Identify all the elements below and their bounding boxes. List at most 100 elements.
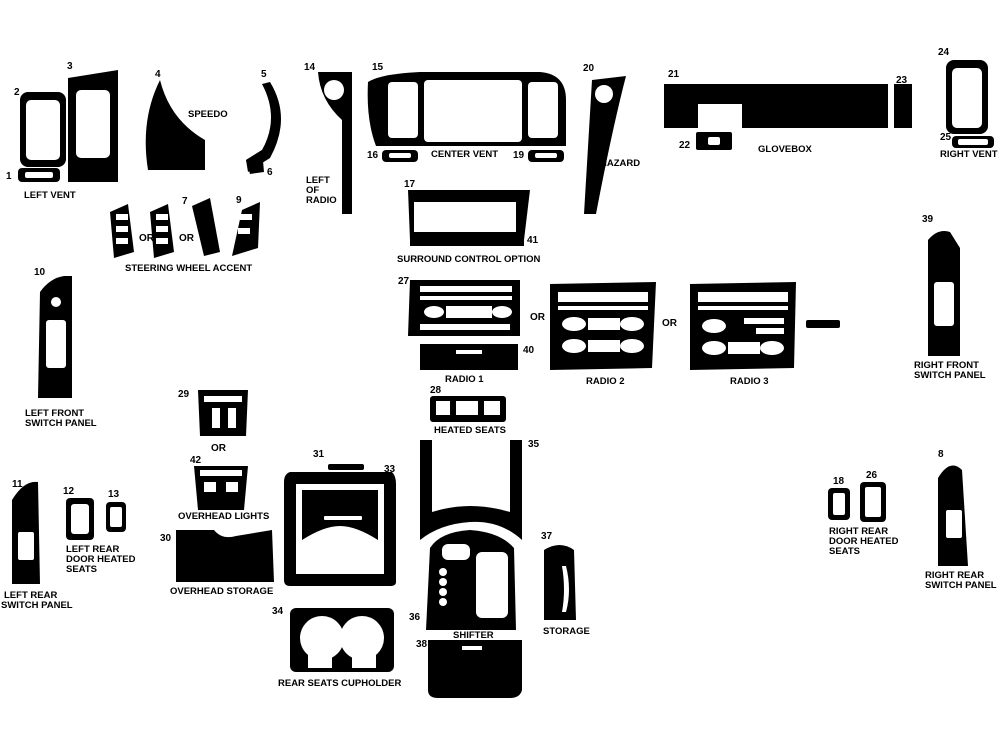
label-left-front-switch-panel-2: SWITCH PANEL [25, 418, 97, 429]
label-overhead-lights: OVERHEAD LIGHTS [178, 511, 270, 522]
or-text: OR [211, 443, 226, 454]
label-left-rear-switch-2: SWITCH PANEL [1, 600, 73, 611]
part-number-19: 19 [513, 150, 525, 161]
label-rear-seats-cupholder: REAR SEATS CUPHOLDER [278, 678, 402, 689]
label-heated-seats: HEATED SEATS [434, 425, 506, 436]
part-number-36: 36 [409, 612, 421, 623]
part-number-1: 1 [6, 171, 12, 182]
part-number-28: 28 [430, 385, 442, 396]
part-number-5: 5 [261, 69, 267, 80]
part-37-storage [544, 545, 576, 620]
label-left-rear-switch-1: LEFT REAR [4, 590, 58, 601]
part-21-glovebox [664, 84, 888, 128]
part-number-41: 41 [527, 235, 539, 246]
part-number-6: 6 [267, 167, 273, 178]
label-shifter: SHIFTER [453, 630, 494, 641]
or-text: OR [179, 233, 194, 244]
part-7-accent [192, 198, 220, 256]
label-left-rear-door-3: SEATS [66, 564, 97, 575]
part-number-24: 24 [938, 47, 950, 58]
part-31-top [328, 464, 364, 470]
part-number-31: 31 [313, 449, 325, 460]
part-number-42: 42 [190, 455, 202, 466]
part-number-16: 16 [367, 150, 379, 161]
label-right-rear-door-1: RIGHT REAR [829, 526, 889, 537]
label-center-vent: CENTER VENT [431, 149, 499, 160]
label-steering-wheel-accent: STEERING WHEEL ACCENT [125, 263, 253, 274]
part-number-34: 34 [272, 606, 284, 617]
radio-3-strip [806, 320, 840, 328]
part-number-20: 20 [583, 63, 595, 74]
part-number-40: 40 [523, 345, 535, 356]
label-left-vent: LEFT VENT [24, 190, 76, 201]
label-glovebox: GLOVEBOX [758, 144, 812, 155]
part-number-30: 30 [160, 533, 172, 544]
part-number-18: 18 [833, 476, 845, 487]
part-number-14: 14 [304, 62, 316, 73]
label-radio-3: RADIO 3 [730, 376, 769, 387]
part-23-glovebox-end [894, 84, 912, 128]
part-number-3: 3 [67, 61, 73, 72]
label-right-vent: RIGHT VENT [940, 149, 998, 160]
label-radio-2: RADIO 2 [586, 376, 625, 387]
part-6-speedo-tip [246, 150, 264, 174]
part-number-23: 23 [896, 75, 908, 86]
label-right-front-switch-panel-1: RIGHT FRONT [914, 360, 979, 371]
part-4-speedo [145, 80, 205, 170]
part-number-35: 35 [528, 439, 540, 450]
part-41-surround-strip [410, 240, 524, 246]
label-left-rear-door-1: LEFT REAR [66, 544, 120, 555]
part-number-11: 11 [12, 479, 23, 490]
or-text: OR [530, 312, 545, 323]
or-text: OR [139, 233, 154, 244]
part-number-4: 4 [155, 69, 161, 80]
part-40-radio-1-base [420, 344, 518, 370]
part-number-21: 21 [668, 69, 680, 80]
part-number-7: 7 [182, 196, 188, 207]
part-number-2: 2 [14, 87, 20, 98]
label-right-rear-switch-2: SWITCH PANEL [925, 580, 997, 591]
part-number-27: 27 [398, 276, 410, 287]
label-left-front-switch-panel-1: LEFT FRONT [25, 408, 85, 419]
label-surround-control-option: SURROUND CONTROL OPTION [397, 254, 541, 265]
part-number-12: 12 [63, 486, 75, 497]
part-5-speedo-ring [246, 82, 281, 172]
label-right-rear-switch-1: RIGHT REAR [925, 570, 985, 581]
part-38-shifter-base [428, 640, 522, 698]
or-text: OR [662, 318, 677, 329]
part-number-8: 8 [938, 449, 944, 460]
part-14-left-of-radio [318, 72, 352, 214]
label-right-rear-door-2: DOOR HEATED [829, 536, 899, 547]
part-number-26: 26 [866, 470, 878, 481]
part-number-39: 39 [922, 214, 934, 225]
part-number-10: 10 [34, 267, 46, 278]
part-number-29: 29 [178, 389, 190, 400]
label-left-of-radio-1: LEFT [306, 175, 330, 186]
part-number-15: 15 [372, 62, 384, 73]
label-radio-1: RADIO 1 [445, 374, 484, 385]
part-number-25: 25 [940, 132, 952, 143]
label-speedo: SPEEDO [188, 109, 228, 120]
part-number-38: 38 [416, 639, 428, 650]
part-number-17: 17 [404, 179, 416, 190]
part-number-37: 37 [541, 531, 553, 542]
part-35-console [420, 440, 522, 540]
part-number-22: 22 [679, 140, 691, 151]
part-42-overhead-lights [194, 466, 248, 510]
label-storage: STORAGE [543, 626, 590, 637]
part-number-33: 33 [384, 464, 396, 475]
label-right-rear-door-3: SEATS [829, 546, 860, 557]
part-20-hazard [584, 76, 626, 214]
label-overhead-storage: OVERHEAD STORAGE [170, 586, 274, 597]
label-hazard: HAZARD [600, 158, 641, 169]
part-number-32: 32 [318, 501, 330, 512]
part-number-13: 13 [108, 489, 120, 500]
label-left-of-radio-2: OF [306, 185, 320, 196]
label-right-front-switch-panel-2: SWITCH PANEL [914, 370, 986, 381]
label-left-of-radio-3: RADIO [306, 195, 337, 206]
part-33-inner [302, 490, 378, 540]
part-number-9: 9 [236, 195, 242, 206]
part-32-slot [324, 516, 362, 520]
